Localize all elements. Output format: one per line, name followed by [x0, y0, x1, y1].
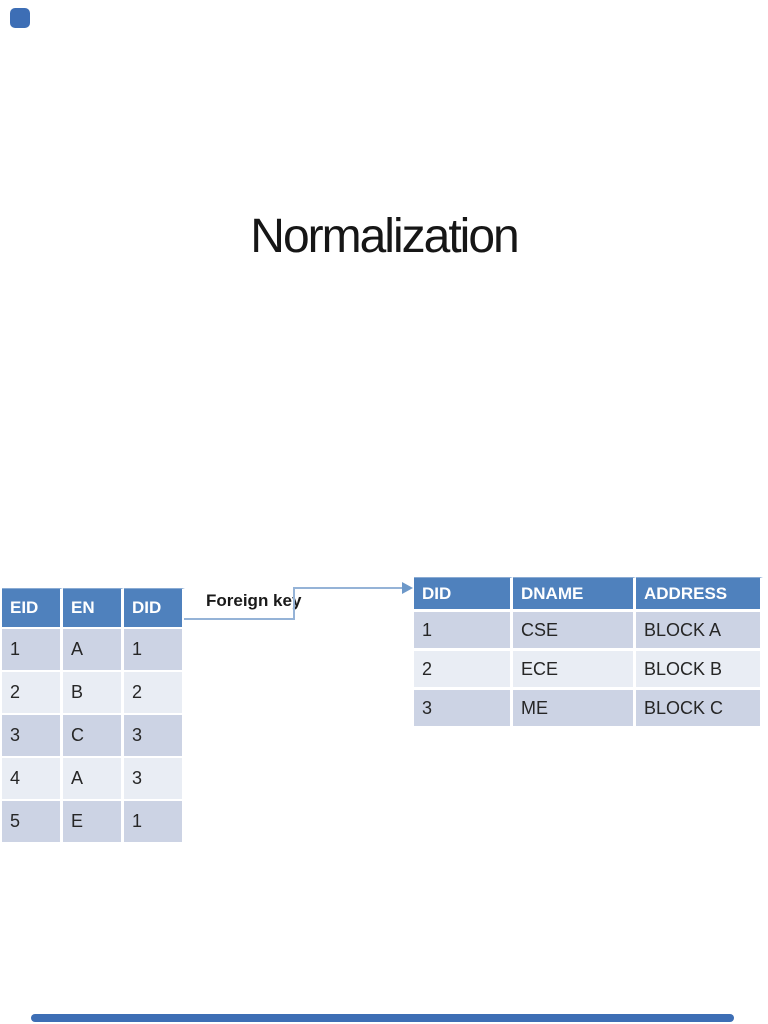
table-cell: CSE [513, 612, 636, 651]
foreign-key-connector-segment [184, 618, 295, 620]
foreign-key-connector-segment [293, 587, 404, 589]
table-cell: E [63, 801, 124, 844]
table-row: 2 ECE BLOCK B [414, 651, 763, 690]
table-cell: 1 [414, 612, 513, 651]
table-cell: B [63, 672, 124, 715]
table-cell: 1 [2, 629, 63, 672]
slide-title: Normalization [250, 210, 519, 263]
foreign-key-label: Foreign key [206, 591, 302, 610]
table-cell: 1 [124, 801, 185, 844]
col-header-dname: DNAME [513, 577, 636, 612]
table-cell: 3 [2, 715, 63, 758]
table-cell: BLOCK A [636, 612, 763, 651]
table-cell: 5 [2, 801, 63, 844]
table-cell: BLOCK B [636, 651, 763, 690]
table-cell: 3 [124, 758, 185, 801]
arrow-head-icon [402, 582, 413, 594]
table-cell: 3 [124, 715, 185, 758]
employee-table-header-row: EID EN DID [2, 588, 185, 629]
table-row: 2 B 2 [2, 672, 185, 715]
table-row: 1 CSE BLOCK A [414, 612, 763, 651]
table-row: 1 A 1 [2, 629, 185, 672]
table-cell: 2 [124, 672, 185, 715]
col-header-en: EN [63, 588, 124, 629]
employee-table: EID EN DID 1 A 1 2 B 2 3 C 3 4 [2, 588, 185, 844]
table-cell: ECE [513, 651, 636, 690]
table-row: 4 A 3 [2, 758, 185, 801]
table-cell: 4 [2, 758, 63, 801]
table-cell: 2 [414, 651, 513, 690]
col-header-did: DID [414, 577, 513, 612]
department-table: DID DNAME ADDRESS 1 CSE BLOCK A 2 ECE BL… [414, 577, 763, 729]
top-left-decoration [10, 8, 30, 28]
table-row: 5 E 1 [2, 801, 185, 844]
table-row: 3 C 3 [2, 715, 185, 758]
foreign-key-connector-segment [293, 587, 295, 620]
col-header-did: DID [124, 588, 185, 629]
table-cell: C [63, 715, 124, 758]
table-cell: 1 [124, 629, 185, 672]
bottom-bar-decoration [31, 1014, 734, 1022]
department-table-header-row: DID DNAME ADDRESS [414, 577, 763, 612]
col-header-eid: EID [2, 588, 63, 629]
table-cell: A [63, 629, 124, 672]
table-row: 3 ME BLOCK C [414, 690, 763, 729]
table-cell: 2 [2, 672, 63, 715]
table-cell: ME [513, 690, 636, 729]
col-header-address: ADDRESS [636, 577, 763, 612]
table-cell: BLOCK C [636, 690, 763, 729]
table-cell: 3 [414, 690, 513, 729]
table-cell: A [63, 758, 124, 801]
